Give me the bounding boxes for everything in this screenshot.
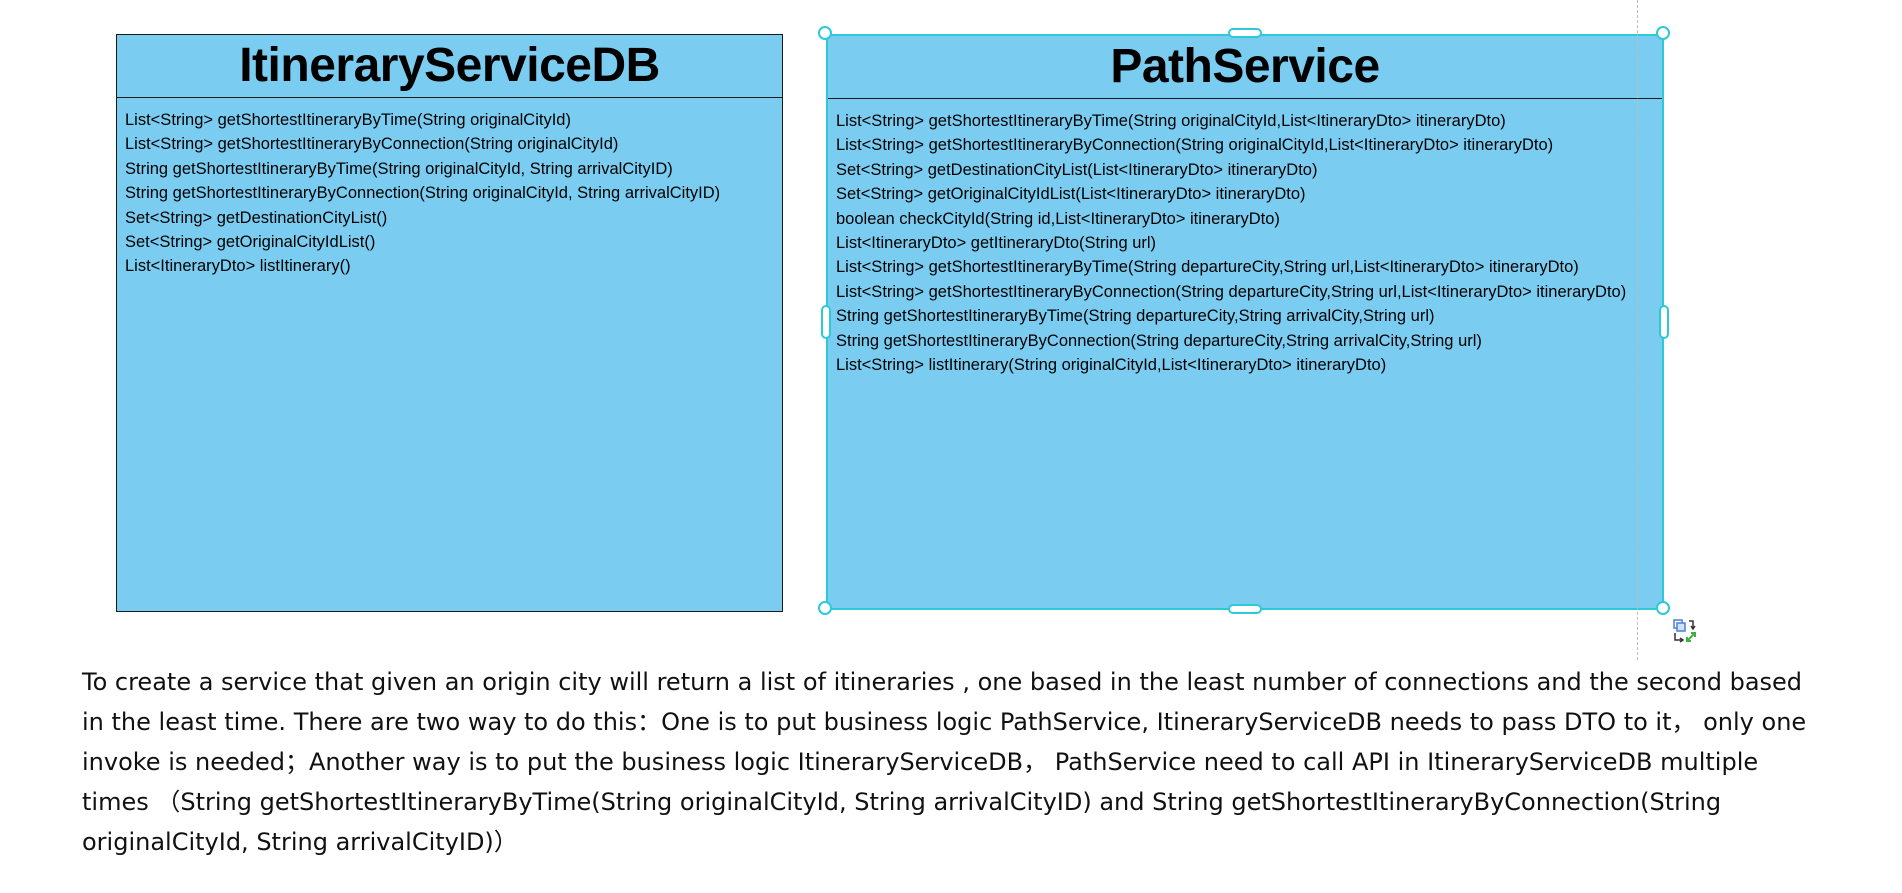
- resize-handle-bottom-left[interactable]: [818, 601, 832, 615]
- method: String getShortestItineraryByTime(String…: [836, 307, 1435, 326]
- resize-handle-top-right[interactable]: [1656, 26, 1670, 40]
- method: List<ItineraryDto> listItinerary(): [125, 257, 351, 276]
- class-itineraryservicedb[interactable]: ItineraryServiceDB List<String> getShort…: [116, 34, 783, 612]
- resize-handle-top[interactable]: [1228, 28, 1262, 38]
- method: Set<String> getDestinationCityList(List<…: [836, 160, 1318, 179]
- method: boolean checkCityId(String id,List<Itine…: [836, 209, 1280, 228]
- method: List<ItineraryDto> getItineraryDto(Strin…: [836, 234, 1157, 253]
- class-title: PathService: [828, 36, 1662, 99]
- class-title: ItineraryServiceDB: [117, 35, 782, 98]
- alignment-guide: [1637, 0, 1638, 660]
- method: List<String> getShortestItineraryByConne…: [836, 136, 1554, 155]
- method: String getShortestItineraryByConnection(…: [125, 184, 721, 203]
- method: List<String> getShortestItineraryByTime(…: [125, 111, 571, 129]
- resize-handle-bottom[interactable]: [1228, 604, 1262, 614]
- resize-handle-top-left[interactable]: [818, 26, 832, 40]
- method: List<String> getShortestItineraryByConne…: [125, 135, 619, 154]
- method: List<String> getShortestItineraryByTime(…: [836, 258, 1579, 277]
- method: List<String> listItinerary(String origin…: [836, 356, 1387, 375]
- class-pathservice[interactable]: PathService List<String> getShortestItin…: [826, 34, 1664, 610]
- resize-handle-right[interactable]: [1659, 305, 1669, 339]
- method: Set<String> getDestinationCityList(): [125, 208, 388, 227]
- method: Set<String> getOriginalCityIdList(List<I…: [836, 185, 1306, 204]
- method: Set<String> getOriginalCityIdList(): [125, 233, 376, 252]
- method: List<String> getShortestItineraryByTime(…: [836, 112, 1506, 130]
- method: String getShortestItineraryByTime(String…: [125, 159, 673, 178]
- description-text: To create a service that given an origin…: [82, 668, 1807, 856]
- method: String getShortestItineraryByConnection(…: [836, 331, 1482, 350]
- method: List<String> getShortestItineraryByConne…: [836, 282, 1627, 301]
- class-methods: List<String> getShortestItineraryByTime(…: [828, 99, 1662, 387]
- resize-handle-left[interactable]: [821, 305, 831, 339]
- resize-handle-bottom-right[interactable]: [1656, 601, 1670, 615]
- class-methods: List<String> getShortestItineraryByTime(…: [117, 98, 782, 289]
- link-swap-icon[interactable]: [1672, 618, 1698, 644]
